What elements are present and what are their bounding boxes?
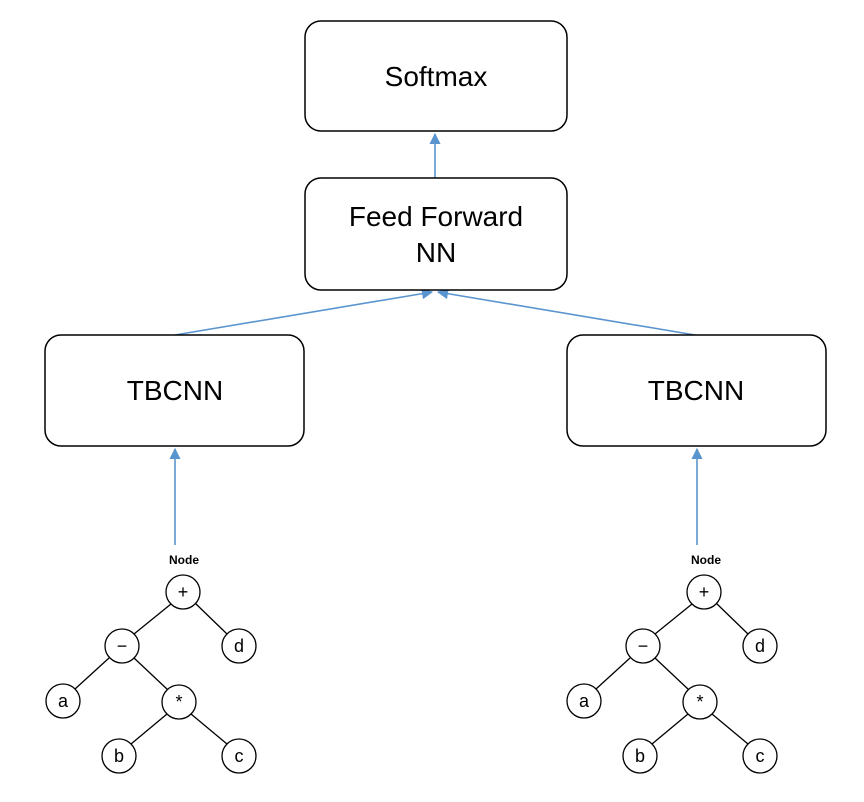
tree-left-title: Node xyxy=(169,553,199,567)
svg-text:*: * xyxy=(696,692,703,712)
tree-node-root: + xyxy=(686,574,722,610)
svg-text:*: * xyxy=(175,692,182,712)
feed-forward-label-line2: NN xyxy=(416,237,456,268)
tree-edge xyxy=(654,603,693,635)
tree-node-d: d xyxy=(221,628,257,664)
tree-edge xyxy=(74,657,110,690)
svg-text:+: + xyxy=(699,582,710,602)
tree-node-minus: − xyxy=(104,628,140,664)
tbcnn-right-box: TBCNN xyxy=(566,334,827,447)
svg-text:a: a xyxy=(579,691,590,711)
tree-node-star: * xyxy=(682,684,718,720)
arrow-tbcnn-right-to-ffnn xyxy=(436,288,696,336)
tree-edge xyxy=(651,713,689,745)
feed-forward-label-line1: Feed Forward xyxy=(349,201,523,232)
tree-node-d: d xyxy=(742,628,778,664)
tree-node-star: * xyxy=(161,684,197,720)
softmax-label: Softmax xyxy=(385,61,488,92)
tree-node-a: a xyxy=(566,683,602,719)
arrow-tbcnn-left-to-ffnn xyxy=(174,288,434,336)
tree-node-c: c xyxy=(221,738,257,774)
tbcnn-left-label: TBCNN xyxy=(127,375,223,406)
svg-text:b: b xyxy=(114,746,124,766)
svg-text:−: − xyxy=(638,636,649,656)
svg-text:c: c xyxy=(756,746,765,766)
expression-tree-left: Node + − d a * b xyxy=(45,553,257,774)
tree-edge xyxy=(595,657,631,690)
arrows xyxy=(169,132,703,545)
tree-node-root: + xyxy=(165,574,201,610)
svg-text:b: b xyxy=(635,746,645,766)
tree-node-b: b xyxy=(622,738,658,774)
expression-tree-right: Node + − d a * b xyxy=(566,553,778,774)
softmax-box: Softmax xyxy=(304,20,568,132)
tree-edge xyxy=(133,657,169,691)
svg-text:d: d xyxy=(234,636,244,656)
tree-edge xyxy=(194,602,228,635)
svg-text:−: − xyxy=(117,636,128,656)
svg-text:c: c xyxy=(235,746,244,766)
tree-edge xyxy=(190,713,228,745)
feed-forward-nn-box: Feed Forward NN xyxy=(304,177,568,291)
tree-node-c: c xyxy=(742,738,778,774)
tbcnn-right-label: TBCNN xyxy=(648,375,744,406)
tree-node-minus: − xyxy=(625,628,661,664)
svg-text:d: d xyxy=(755,636,765,656)
svg-text:+: + xyxy=(178,582,189,602)
tree-node-b: b xyxy=(101,738,137,774)
tree-right-title: Node xyxy=(691,553,721,567)
tbcnn-left-box: TBCNN xyxy=(44,334,305,447)
tree-edge xyxy=(130,713,168,745)
svg-text:a: a xyxy=(58,691,69,711)
tree-node-a: a xyxy=(45,683,81,719)
tree-edge xyxy=(715,602,749,635)
tree-edge xyxy=(654,657,690,691)
tree-edge xyxy=(711,713,749,745)
tree-edge xyxy=(133,603,172,635)
